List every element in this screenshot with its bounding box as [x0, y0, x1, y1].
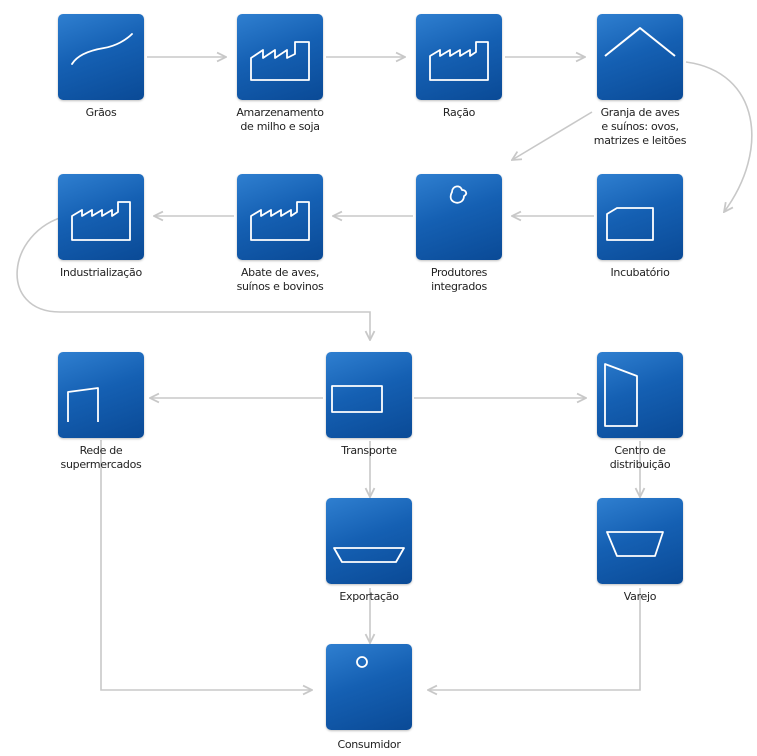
- node-supermercados: [58, 352, 144, 438]
- node-label-line: de milho e soja: [240, 120, 320, 133]
- node-label-line: Grãos: [85, 106, 117, 119]
- shopping-cart-icon: [606, 531, 664, 557]
- node-label-line: distribuição: [609, 458, 671, 471]
- node-label-line: Granja de aves: [600, 106, 680, 119]
- node-label-transporte: Transporte: [304, 444, 434, 458]
- node-label-line: Industrialização: [60, 266, 142, 279]
- node-label-racao: Ração: [394, 106, 524, 120]
- livestock-icon: [449, 185, 468, 204]
- ship-icon: [333, 547, 405, 563]
- node-label-line: Abate de aves,: [240, 266, 320, 279]
- node-label-line: Varejo: [623, 590, 657, 603]
- node-label-line: Produtores: [430, 266, 488, 279]
- connector-varejo-to-consumidor: [428, 588, 641, 690]
- node-label-exportacao: Exportação: [304, 590, 434, 604]
- hatchery-icon: [606, 207, 654, 241]
- node-armazenamento: [237, 14, 323, 100]
- factory-icon: [250, 201, 310, 241]
- node-label-line: Transporte: [341, 444, 397, 457]
- truck-icon: [331, 385, 383, 413]
- node-varejo: [597, 498, 683, 584]
- connector-granja-to-produtores: [512, 111, 593, 160]
- node-label-abate: Abate de aves,suínos e bovinos: [215, 266, 345, 294]
- warehouse-icon: [250, 41, 310, 81]
- node-exportacao: [326, 498, 412, 584]
- node-incubatorio: [597, 174, 683, 260]
- factory-icon: [71, 201, 131, 241]
- node-label-varejo: Varejo: [575, 590, 705, 604]
- factory-icon: [429, 41, 489, 81]
- node-industrializacao: [58, 174, 144, 260]
- supermarket-icon: [67, 387, 99, 422]
- node-label-line: Incubatório: [610, 266, 670, 279]
- node-label-line: Ração: [442, 106, 476, 119]
- node-label-line: Consumidor: [337, 738, 401, 751]
- node-label-consumidor: Consumidor: [304, 738, 434, 752]
- node-transporte: [326, 352, 412, 438]
- node-label-line: suínos e bovinos: [236, 280, 324, 293]
- node-label-line: e suínos: ovos,: [601, 120, 679, 133]
- node-label-line: Centro de: [614, 444, 666, 457]
- node-graos: [58, 14, 144, 100]
- node-label-industrializacao: Industrialização: [36, 266, 166, 280]
- node-label-line: Amarzenamento: [236, 106, 324, 119]
- node-label-line: Rede de: [79, 444, 123, 457]
- node-abate: [237, 174, 323, 260]
- node-label-incubatorio: Incubatório: [575, 266, 705, 280]
- node-racao: [416, 14, 502, 100]
- node-produtores: [416, 174, 502, 260]
- farm-barn-icon: [604, 27, 676, 57]
- family-icon: [356, 656, 368, 668]
- node-label-line: supermercados: [60, 458, 142, 471]
- connector-industrializacao-to-transporte: [16, 215, 370, 340]
- node-label-graos: Grãos: [36, 106, 166, 120]
- node-label-line: Exportação: [339, 590, 399, 603]
- distribution-center-icon: [604, 363, 638, 427]
- node-label-line: integrados: [431, 280, 487, 293]
- grains-icon: [71, 33, 133, 65]
- node-label-line: matrizes e leitões: [593, 134, 687, 147]
- node-granja: [597, 14, 683, 100]
- node-consumidor: [326, 644, 412, 730]
- connector-granja-to-incubatorio: [685, 61, 753, 212]
- connector-supermercados-to-consumidor: [100, 440, 312, 690]
- node-distribuicao: [597, 352, 683, 438]
